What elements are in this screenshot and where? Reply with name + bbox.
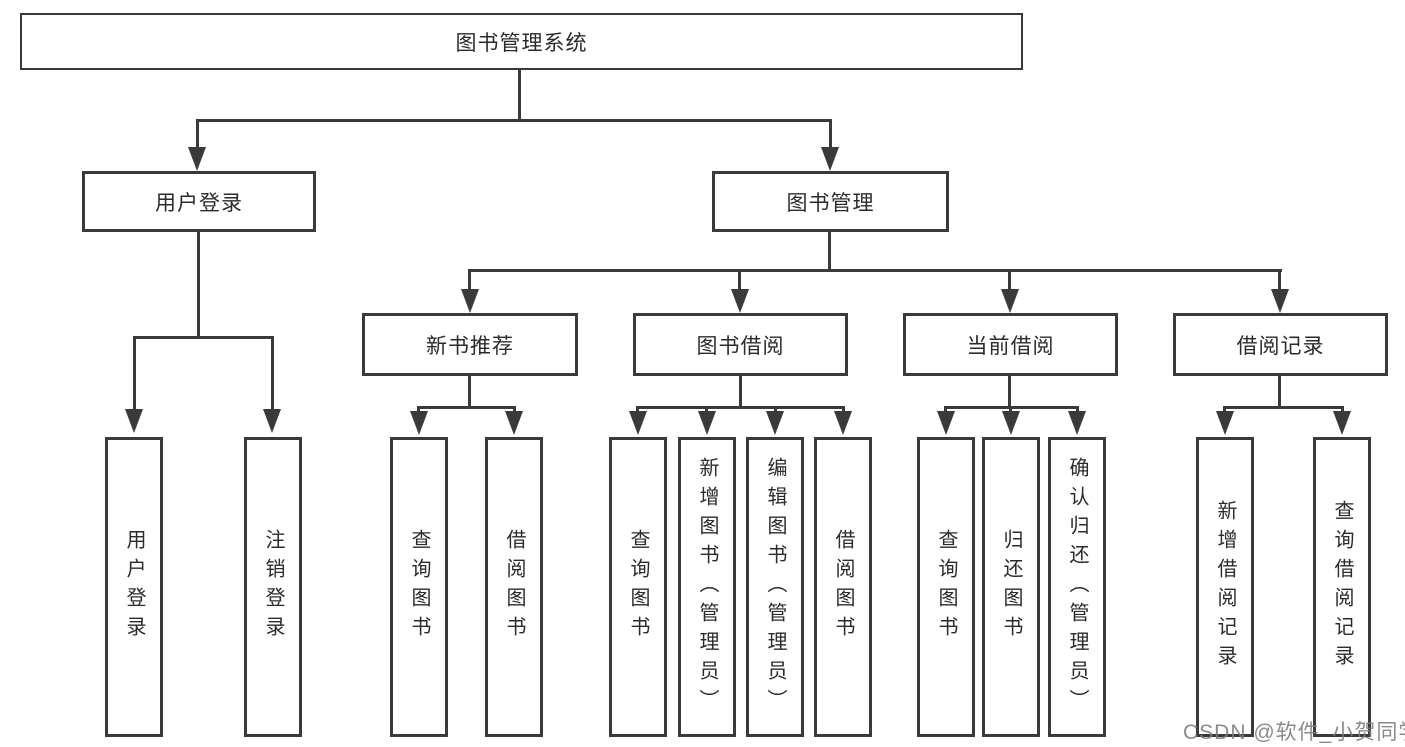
arrow-to-new-book <box>461 289 479 313</box>
records-arrow-1 <box>1216 411 1234 435</box>
leaf-borrow-borrow: 借阅图书 <box>814 437 872 737</box>
leaf-label: 查询图书 <box>627 529 649 645</box>
leaf-user-login: 用户登录 <box>105 437 163 737</box>
node-user-login-label: 用户登录 <box>155 191 243 215</box>
node-root: 图书管理系统 <box>20 13 1023 70</box>
node-book-mgmt-label: 图书管理 <box>786 191 875 215</box>
leaf-user-login-label: 用户登录 <box>123 529 145 645</box>
leaf-logout-label: 注销登录 <box>262 529 284 645</box>
new-book-arrow-1 <box>410 411 428 435</box>
new-book-arrow-2 <box>505 411 523 435</box>
level1-branch-line <box>196 119 832 122</box>
stub-to-leaf-logout <box>271 336 274 410</box>
leaf-current-return: 归还图书 <box>982 437 1040 737</box>
current-arrow-2 <box>1002 411 1020 435</box>
borrow-stub-4 <box>842 406 845 414</box>
node-new-book-label: 新书推荐 <box>426 334 514 358</box>
records-split-line <box>1223 406 1344 409</box>
arrow-to-records <box>1271 289 1289 313</box>
records-stub-2 <box>1341 406 1344 414</box>
arrow-to-borrow <box>731 289 749 313</box>
node-user-login: 用户登录 <box>82 171 316 232</box>
node-root-label: 图书管理系统 <box>455 31 588 55</box>
leaf-label: 确认归还（管理员） <box>1066 456 1088 718</box>
current-arrow-1 <box>937 411 955 435</box>
arrow-to-user-login <box>188 147 206 171</box>
leaf-records-query: 查询借阅记录 <box>1313 437 1371 737</box>
leaf-label: 查询借阅记录 <box>1331 500 1353 674</box>
leaf-label: 新增图书（管理员） <box>696 456 718 718</box>
stub-to-leaf-login <box>133 336 136 410</box>
stub-to-current <box>1008 269 1011 291</box>
records-drop-line <box>1278 376 1281 409</box>
arrow-to-leaf-logout <box>263 409 281 433</box>
borrow-arrow-3 <box>766 411 784 435</box>
borrow-split-line <box>636 406 845 409</box>
current-arrow-3 <box>1068 411 1086 435</box>
node-current-label: 当前借阅 <box>966 334 1055 358</box>
leaf-borrow-add-admin: 新增图书（管理员） <box>678 437 736 737</box>
borrow-stub-1 <box>636 406 639 414</box>
current-stub-3 <box>1076 406 1079 414</box>
leaf-current-confirm-admin: 确认归还（管理员） <box>1048 437 1106 737</box>
node-borrow-label: 图书借阅 <box>696 334 785 358</box>
csdn-watermark: CSDN @软件_小贺同学 <box>1183 721 1405 744</box>
leaf-label: 查询图书 <box>935 529 957 645</box>
leaf-label: 借阅图书 <box>832 529 854 645</box>
book-mgmt-drop-line <box>828 232 831 272</box>
current-drop-line <box>1008 376 1011 409</box>
node-current: 当前借阅 <box>903 313 1118 376</box>
new-book-split-line <box>417 406 516 409</box>
leaf-logout: 注销登录 <box>244 437 302 737</box>
current-stub-1 <box>944 406 947 414</box>
node-borrow: 图书借阅 <box>633 313 848 376</box>
leaf-new-book-query: 查询图书 <box>390 437 448 737</box>
node-records-label: 借阅记录 <box>1236 334 1325 358</box>
records-stub-1 <box>1223 406 1226 414</box>
stub-to-records <box>1278 269 1281 291</box>
records-arrow-2 <box>1333 411 1351 435</box>
arrow-to-leaf-login <box>125 409 143 433</box>
leaf-label: 新增借阅记录 <box>1214 500 1236 674</box>
leaf-label: 借阅图书 <box>503 529 525 645</box>
arrow-to-book-mgmt <box>821 147 839 171</box>
borrow-arrow-1 <box>629 411 647 435</box>
borrow-arrow-4 <box>834 411 852 435</box>
leaf-label: 编辑图书（管理员） <box>764 456 786 718</box>
leaf-borrow-query: 查询图书 <box>609 437 667 737</box>
trunk-line <box>518 70 521 120</box>
borrow-drop-line <box>739 376 742 409</box>
borrow-stub-3 <box>774 406 777 414</box>
leaf-label: 查询图书 <box>408 529 430 645</box>
current-stub-2 <box>1009 406 1012 414</box>
user-login-split-line <box>133 336 274 339</box>
arrow-to-current <box>1001 289 1019 313</box>
leaf-new-book-borrow: 借阅图书 <box>485 437 543 737</box>
node-records: 借阅记录 <box>1173 313 1388 376</box>
new-book-drop-line <box>468 376 471 409</box>
stub-to-user-login <box>196 119 199 149</box>
leaf-borrow-edit-admin: 编辑图书（管理员） <box>746 437 804 737</box>
stub-to-new-book <box>468 269 471 291</box>
leaf-label: 归还图书 <box>1000 529 1022 645</box>
leaf-records-add: 新增借阅记录 <box>1196 437 1254 737</box>
user-login-drop-line <box>197 232 200 338</box>
new-book-stub-2 <box>513 406 516 414</box>
stub-to-book-mgmt <box>829 119 832 149</box>
node-new-book: 新书推荐 <box>362 313 578 376</box>
borrow-stub-2 <box>705 406 708 414</box>
borrow-arrow-2 <box>698 411 716 435</box>
stub-to-borrow <box>738 269 741 291</box>
level3-branch-line <box>468 269 1282 272</box>
new-book-stub-1 <box>417 406 420 414</box>
node-book-mgmt: 图书管理 <box>712 171 949 232</box>
leaf-current-query: 查询图书 <box>917 437 975 737</box>
